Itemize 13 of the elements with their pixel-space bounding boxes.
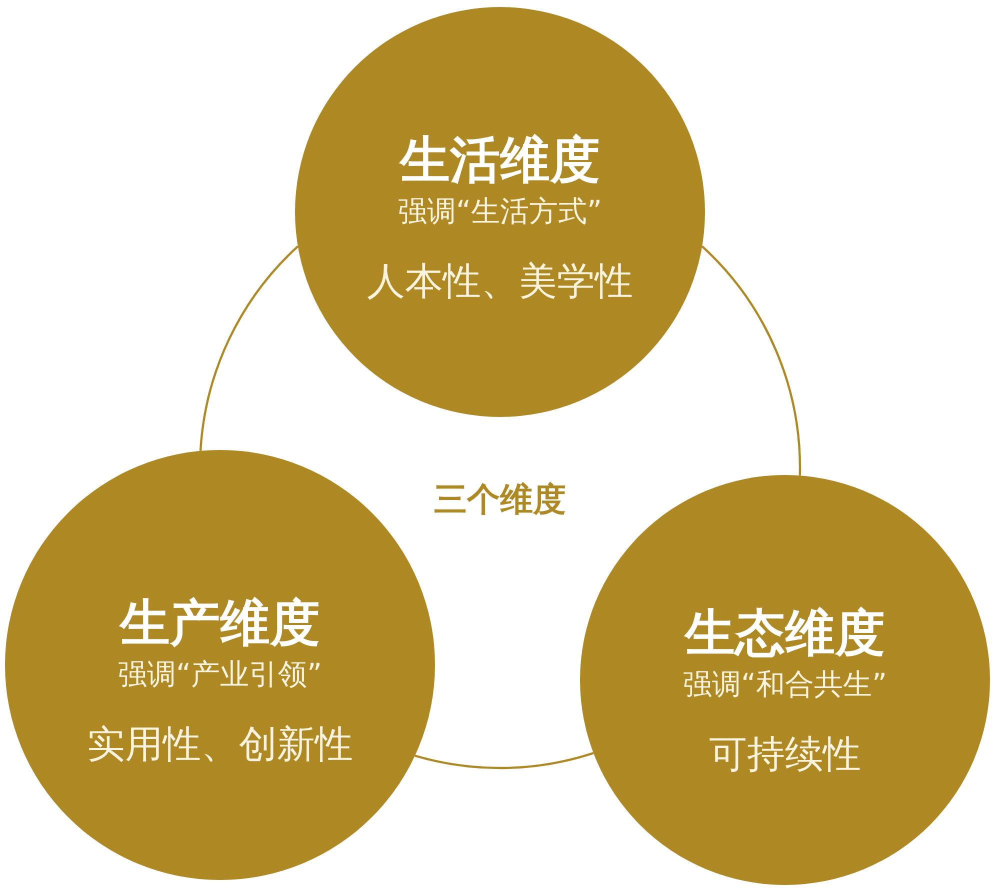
- connector-arc: [414, 752, 594, 769]
- circle-keywords: 实用性、创新性: [87, 722, 353, 768]
- circle-keywords: 人本性、美学性: [367, 258, 633, 304]
- circle-heading: 生活维度: [400, 130, 600, 190]
- circle-subtitle: 强调“生活方式”: [398, 194, 602, 229]
- circle-heading: 生态维度: [685, 602, 885, 663]
- circle-subtitle: 强调“产业引领”: [118, 656, 322, 692]
- circle-heading: 生产维度: [120, 592, 320, 653]
- connector-arc: [199, 246, 299, 452]
- connector-arc: [701, 246, 801, 476]
- circle-keywords: 可持续性: [709, 732, 861, 778]
- center-label: 三个维度: [434, 478, 566, 520]
- circle-subtitle: 强调“和合共生”: [682, 666, 888, 702]
